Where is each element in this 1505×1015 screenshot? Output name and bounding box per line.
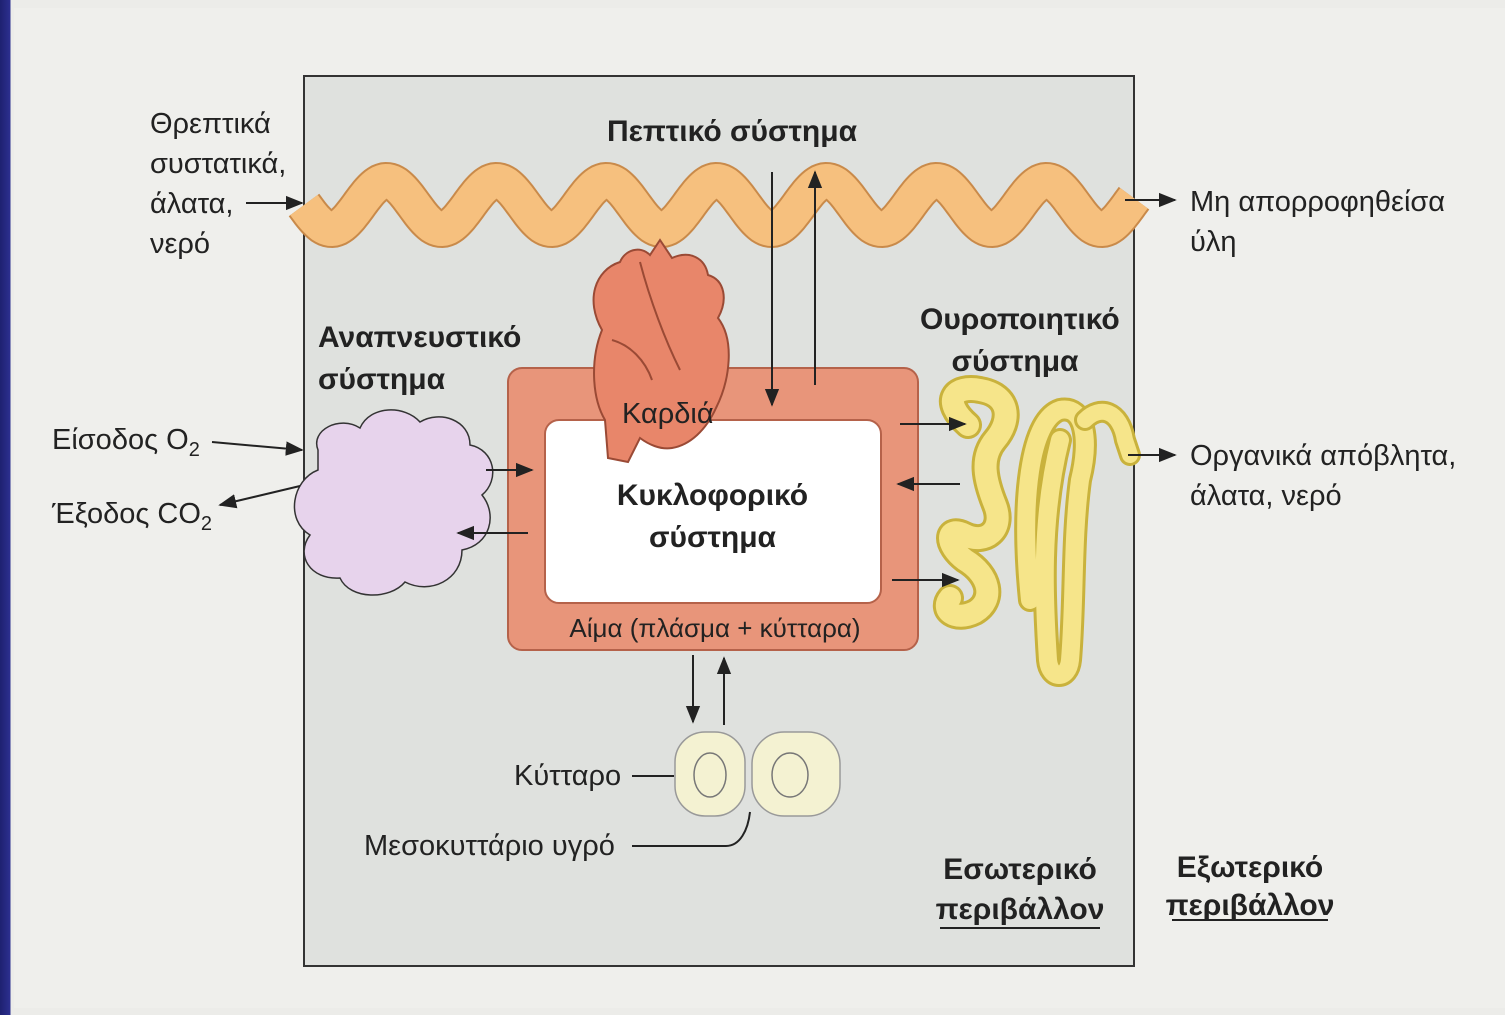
- external-environment-label-line1: Εξωτερικό: [1160, 848, 1340, 888]
- internal-environment-label-line2: περιβάλλον: [930, 890, 1110, 930]
- nutrients-label-line2: συστατικά,: [150, 144, 286, 184]
- external-environment-label-line2: περιβάλλον: [1160, 886, 1340, 926]
- co2-out-label: Έξοδος CO2: [52, 494, 212, 544]
- urinary-label-line1: Ουροποιητικό: [920, 300, 1110, 340]
- blood-label: Αίμα (πλάσμα + κύτταρα): [540, 608, 890, 648]
- digestive-system-label: Πεπτικό σύστημα: [607, 112, 857, 152]
- waste-label-line1: Οργανικά απόβλητα,: [1190, 436, 1456, 476]
- nutrients-label-line1: Θρεπτικά: [150, 104, 271, 144]
- respiratory-label-line1: Αναπνευστικό: [318, 318, 521, 358]
- heart-label: Καρδιά: [622, 394, 714, 434]
- arrow-o2-in: [212, 442, 302, 450]
- interstitial-fluid-label: Μεσοκυττάριο υγρό: [364, 826, 615, 866]
- urinary-label-line2: σύστημα: [920, 342, 1110, 382]
- o2-in-label: Είσοδος O2: [52, 420, 200, 470]
- unabsorbed-label-line2: ύλη: [1190, 222, 1237, 262]
- unabsorbed-label-line1: Μη απορροφηθείσα: [1190, 182, 1445, 222]
- circulatory-label-line1: Κυκλοφορικό: [600, 476, 825, 516]
- respiratory-label-line2: σύστημα: [318, 360, 445, 400]
- arrow-co2-out: [220, 486, 300, 505]
- nutrients-label-line3: άλατα,: [150, 184, 233, 224]
- waste-label-line2: άλατα, νερό: [1190, 476, 1342, 516]
- nutrients-label-line4: νερό: [150, 224, 210, 264]
- cell-label: Κύτταρο: [514, 756, 621, 796]
- circulatory-label-line2: σύστημα: [600, 518, 825, 558]
- internal-environment-label-line1: Εσωτερικό: [930, 850, 1110, 890]
